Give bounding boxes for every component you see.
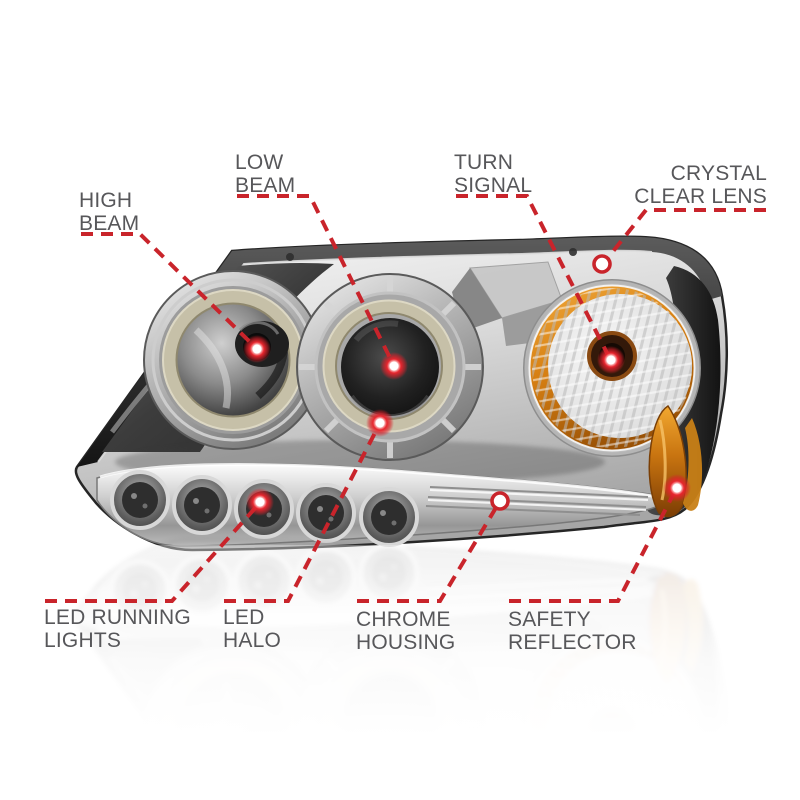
led-halo-line: [224, 426, 380, 603]
low-beam-line: [237, 194, 394, 363]
callout-label-low-beam: LOW BEAM: [235, 151, 296, 197]
high-beam-marker: [243, 335, 271, 363]
led-running-lights-line: [45, 504, 259, 603]
trim-chrome-lip: [97, 249, 653, 463]
callout-label-led-running-lights: LED RUNNING LIGHTS: [44, 606, 191, 652]
reflection-fade: [0, 545, 800, 800]
high-beam-line: [81, 232, 255, 347]
safety-reflector-marker: [663, 474, 691, 502]
callout-label-crystal-clear-lens: CRYSTAL CLEAR LENS: [634, 162, 767, 208]
callout-markers: [243, 254, 691, 516]
led-halo-marker: [366, 409, 394, 437]
turn-signal-line: [456, 194, 610, 356]
callout-label-led-halo: LED HALO: [223, 606, 281, 652]
crystal-clear-lens-line: [605, 208, 766, 261]
callout-label-high-beam: HIGH BEAM: [79, 189, 140, 235]
safety-reflector-line: [509, 492, 676, 603]
callout-label-safety-reflector: SAFETY REFLECTOR: [508, 608, 637, 654]
crystal-clear-lens-marker: [592, 254, 612, 274]
low-beam-marker: [380, 352, 408, 380]
turn-signal-marker: [597, 346, 625, 374]
callout-label-chrome-housing: CHROME HOUSING: [356, 608, 456, 654]
callout-lines: [45, 194, 766, 603]
headlight-illustration: [74, 235, 729, 552]
high-beam-halo-ring: [163, 290, 303, 430]
callout-label-turn-signal: TURN SIGNAL: [454, 151, 533, 197]
chrome-housing-marker: [490, 491, 510, 511]
led-strip-grooves: [425, 486, 649, 516]
led-running-lights-marker: [246, 488, 274, 516]
high-beam-projector: [143, 270, 323, 450]
chrome-housing-line: [357, 504, 499, 603]
